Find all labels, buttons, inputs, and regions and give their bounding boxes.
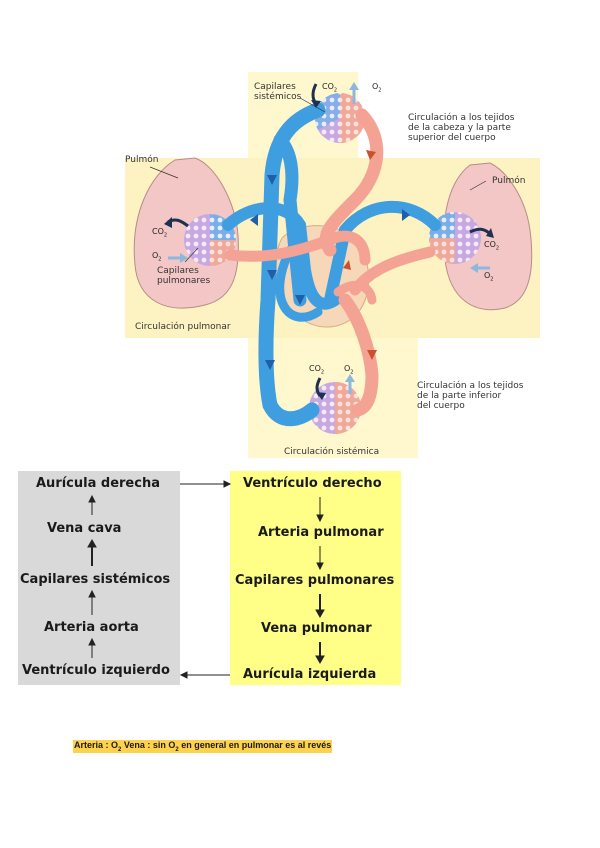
node-arteria-pulmonar: Arteria pulmonar [258, 525, 384, 540]
node-arteria-aorta: Arteria aorta [44, 620, 139, 635]
gas-co2-left: CO2 [152, 227, 168, 239]
node-auricula-izquierda: Aurícula izquierda [243, 667, 377, 682]
gas-o2-left: O2 [152, 251, 162, 263]
flow-arrows-svg [87, 480, 325, 679]
node-vena-pulmonar: Vena pulmonar [261, 621, 372, 636]
gas-co2-top: CO2 [322, 82, 338, 94]
footnote: Arteria : O2 Vena : sin O2 en general en… [73, 740, 333, 753]
label-lung-left: Pulmón [125, 155, 159, 165]
gas-co2-right: CO2 [484, 240, 500, 252]
node-ventriculo-derecho: Ventrículo derecho [243, 476, 382, 491]
gas-o2-top: O2 [372, 82, 382, 94]
gas-arrows [164, 82, 494, 400]
flow-panel-left [18, 471, 180, 685]
node-auricula-derecha: Aurícula derecha [36, 476, 160, 491]
circulation-illustration [125, 72, 540, 458]
flow-panel-right [230, 471, 401, 685]
label-pulmonary-circulation: Circulación pulmonar [135, 322, 231, 332]
node-vena-cava: Vena cava [47, 521, 122, 536]
node-capilares-sistemicos: Capilares sistémicos [20, 572, 171, 587]
label-systemic-circulation: Circulación sistémica [284, 447, 380, 457]
gas-o2-right: O2 [484, 271, 494, 283]
label-lung-right: Pulmón [492, 176, 526, 186]
gas-o2-bottom: O2 [344, 364, 354, 376]
gas-co2-bottom: CO2 [309, 364, 325, 376]
node-capilares-pulmonares: Capilares pulmonares [235, 573, 395, 588]
venous-vessels [222, 102, 441, 427]
flow-arrows [250, 175, 410, 370]
arterial-vessels [224, 108, 436, 417]
node-ventriculo-izquierdo: Ventrículo izquierdo [22, 663, 170, 678]
